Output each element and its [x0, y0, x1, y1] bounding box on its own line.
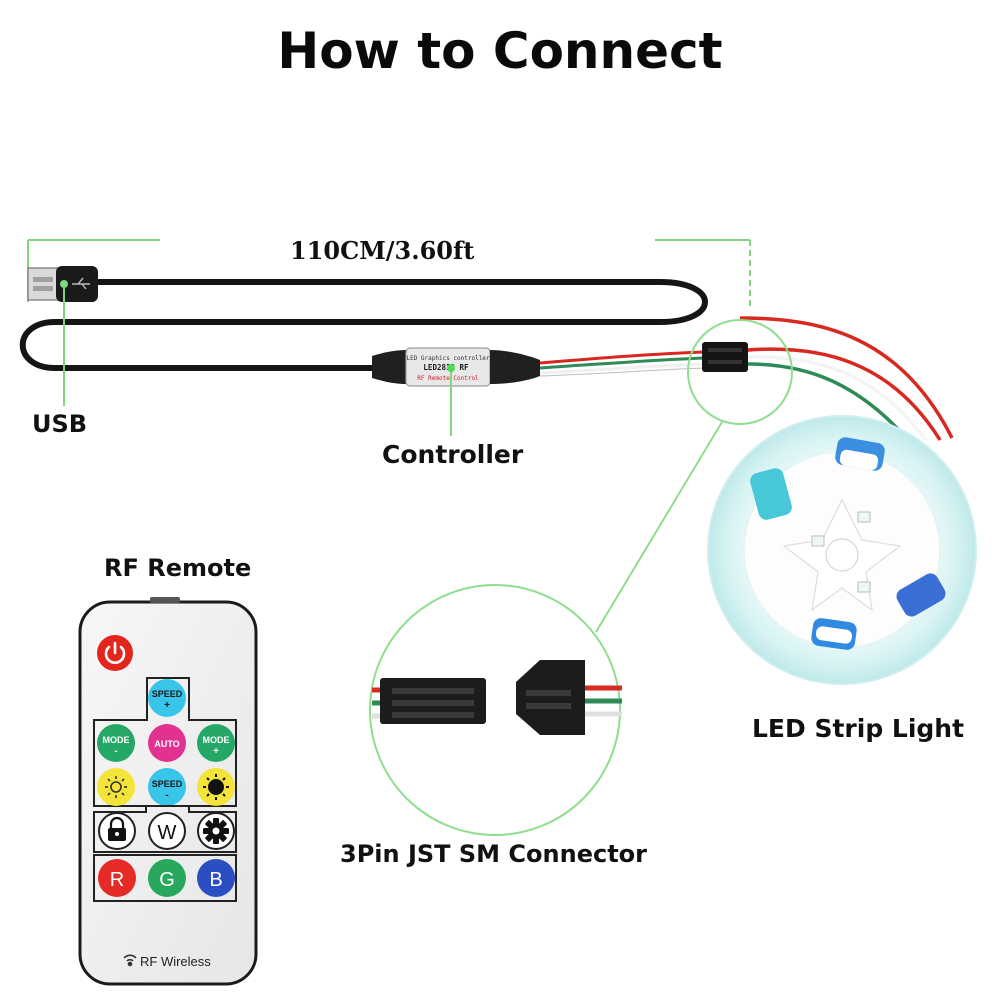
mode-plus-button[interactable]: MODE + [197, 724, 235, 762]
blue-label: B [209, 869, 222, 891]
white-label: W [158, 822, 177, 844]
jst-connector-small [702, 342, 748, 372]
mode-plus-sign: + [213, 746, 219, 757]
rf-remote: SPEED + MODE - AUTO MODE + [78, 597, 258, 986]
mode-minus-label: MODE [103, 735, 130, 745]
mode-minus-sign: - [114, 746, 117, 757]
speed-down-sign: - [165, 790, 168, 801]
brightness-down-icon [105, 776, 127, 798]
gear-icon [203, 818, 229, 844]
power-icon [104, 641, 126, 664]
green-label: G [159, 869, 175, 891]
power-button[interactable] [97, 635, 133, 671]
mode-plus-label: MODE [203, 735, 230, 745]
speed-down-label: SPEED [152, 779, 183, 789]
lock-icon [108, 816, 126, 841]
remote-brand: RF Wireless [140, 954, 211, 969]
page-title: How to Connect [277, 22, 723, 80]
ribbon-wires [539, 350, 706, 377]
white-button[interactable]: W [148, 812, 186, 850]
brightness-up-button[interactable] [197, 768, 235, 806]
red-button[interactable]: R [98, 859, 136, 897]
speed-down-button[interactable]: SPEED - [148, 768, 186, 806]
rf-remote-label: RF Remote [104, 554, 252, 582]
usb-cable [19, 279, 708, 371]
settings-button[interactable] [197, 812, 235, 850]
usb-plug [27, 266, 98, 302]
usb-label: USB [32, 410, 88, 438]
speed-up-button[interactable]: SPEED + [148, 679, 186, 717]
controller-indicator-led [447, 364, 455, 372]
controller-text-3: RF Remote Control [417, 375, 479, 382]
red-label: R [110, 869, 124, 891]
brightness-down-button[interactable] [97, 768, 135, 806]
zoom-indicators [369, 319, 793, 836]
controller-text-2: LED2812 RF [423, 363, 469, 372]
usb-plug-icon [72, 277, 90, 290]
controller-label: Controller [382, 440, 524, 469]
speed-up-label: SPEED [152, 689, 183, 699]
cable-length-label: 110CM/3.60ft [290, 236, 475, 265]
jst-connector-zoom [372, 660, 622, 735]
auto-button[interactable]: AUTO [148, 724, 186, 762]
green-button[interactable]: G [148, 859, 186, 897]
strip-wires [739, 316, 954, 444]
connector-label: 3Pin JST SM Connector [340, 840, 647, 868]
controller-text-1: LED Graphics controller [406, 355, 489, 362]
controller-box: LED Graphics controller LED2812 RF RF Re… [372, 347, 540, 387]
led-strip-reel [707, 415, 977, 685]
speed-up-sign: + [164, 700, 170, 711]
lock-button[interactable] [98, 812, 136, 850]
auto-label: AUTO [154, 739, 179, 749]
brightness-up-icon [203, 774, 229, 800]
led-strip-label: LED Strip Light [752, 714, 965, 743]
mode-minus-button[interactable]: MODE - [97, 724, 135, 762]
wireless-icon [123, 954, 137, 967]
blue-button[interactable]: B [197, 859, 235, 897]
